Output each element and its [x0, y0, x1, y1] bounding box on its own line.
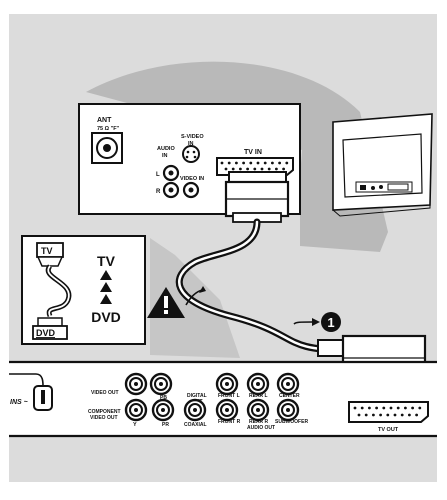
warning-arrow-icon: [185, 289, 203, 306]
y-jack[interactable]: [124, 398, 148, 422]
scart-pin: [360, 406, 364, 410]
video-in-label: VIDEO IN: [180, 176, 204, 182]
subwoofer-jack[interactable]: [276, 398, 300, 422]
audio-in-label-2: IN: [162, 153, 168, 159]
mains-label: INS ~: [10, 399, 28, 406]
up-arrow-icon: [100, 270, 112, 280]
pb-jack[interactable]: [149, 372, 173, 396]
scart-pin: [227, 161, 231, 165]
rear-l-label: REAR L: [249, 393, 268, 399]
scart-pin: [404, 406, 407, 410]
scart-pin: [411, 406, 414, 410]
step-1-marker: 1: [293, 312, 341, 332]
scart-pin: [379, 413, 382, 417]
scart-plug-tv: [224, 171, 290, 223]
step-number: 1: [327, 315, 334, 330]
power-cord: [9, 373, 44, 387]
coaxial-label: COAXIAL: [184, 422, 207, 428]
inset-shadow: [150, 238, 240, 358]
scart-pin: [418, 406, 422, 410]
scart-pin: [382, 406, 386, 410]
front-l-label: FRONT L: [218, 393, 240, 399]
scart-pin: [357, 413, 361, 417]
scart-pin: [364, 413, 368, 417]
tv-out-label: TV OUT: [378, 427, 399, 433]
scart-pin: [267, 167, 271, 171]
scart-pin: [278, 161, 281, 165]
pr-jack[interactable]: [151, 398, 175, 422]
scart-cable-inner: [178, 220, 347, 352]
scart-pin: [389, 406, 393, 410]
scart-pin: [393, 413, 397, 417]
audio-r-label: R: [156, 189, 161, 195]
center-label: CENTER: [279, 393, 300, 399]
center-jack[interactable]: [276, 372, 300, 396]
ant-sub-label: 75 Ω "F": [97, 126, 120, 132]
digital-label: DIGITAL: [187, 393, 207, 399]
scart-pin: [253, 167, 257, 171]
video-out-jack[interactable]: [124, 372, 148, 396]
inset-tv-label: TV: [97, 253, 116, 269]
rear-r-label: REAR R: [249, 419, 269, 425]
front-r-jack[interactable]: [215, 398, 239, 422]
warning-icon: [147, 287, 185, 318]
scart-pin: [242, 161, 246, 165]
scart-pin: [271, 161, 274, 165]
rear-l-jack[interactable]: [246, 372, 270, 396]
audio-in-label: AUDIO: [157, 146, 175, 152]
video-out-label: VIDEO OUT: [91, 390, 119, 396]
scart-pin: [415, 413, 418, 417]
rear-r-jack[interactable]: [246, 398, 270, 422]
tv-back-view: [332, 113, 433, 217]
scart-pin: [246, 167, 250, 171]
scart-pin: [256, 161, 260, 165]
scart-pin: [263, 161, 267, 165]
front-l-jack[interactable]: [215, 372, 239, 396]
scart-pin: [231, 167, 235, 171]
component-label-2: VIDEO OUT: [90, 415, 118, 421]
scart-pin: [375, 406, 378, 410]
component-label: COMPONENT: [88, 409, 121, 415]
inset-dvd-label: DVD: [91, 309, 121, 325]
tv-out-scart-socket: [348, 401, 429, 423]
pr-label: PR: [162, 422, 169, 428]
scart-pin: [353, 406, 357, 410]
scart-pin: [285, 161, 289, 165]
scart-pin: [386, 413, 390, 417]
y-label: Y: [133, 422, 137, 428]
scart-pin: [275, 167, 278, 171]
up-arrow-icon-2: [100, 282, 112, 292]
pb-label: PB: [160, 395, 167, 401]
inset-box: TV DVD TV DVD: [21, 235, 146, 345]
front-r-label: FRONT R: [218, 419, 241, 425]
scart-pin: [220, 161, 224, 165]
audio-l-label: L: [156, 172, 160, 178]
scart-pin: [372, 413, 375, 417]
tv-in-label: TV IN: [244, 149, 262, 156]
ant-label: ANT: [97, 117, 112, 124]
scart-pin: [368, 406, 371, 410]
scart-pin: [400, 413, 404, 417]
scart-pin: [282, 167, 285, 171]
audio-out-label: AUDIO OUT: [247, 425, 275, 431]
scart-pin: [239, 167, 242, 171]
inset-tv-tag: TV: [41, 246, 53, 256]
scart-pin: [235, 161, 238, 165]
subwoofer-label: SUBWOOFER: [275, 419, 308, 425]
scart-pin: [260, 167, 264, 171]
scart-pin: [249, 161, 253, 165]
scart-pin: [224, 167, 228, 171]
coaxial-jack[interactable]: [183, 398, 207, 422]
s-video-label-2: IN: [188, 141, 194, 147]
scart-pin: [408, 413, 411, 417]
dvd-rear-panel: INS ~ VIDEO OUT COMPONENT VIDEO OUT PB Y…: [9, 360, 437, 438]
s-video-jack[interactable]: [182, 145, 200, 163]
up-arrow-icon-3: [100, 294, 112, 304]
s-video-label: S-VIDEO: [181, 134, 204, 140]
scart-pin: [396, 406, 400, 410]
inset-dvd-tag: DVD: [36, 328, 56, 338]
